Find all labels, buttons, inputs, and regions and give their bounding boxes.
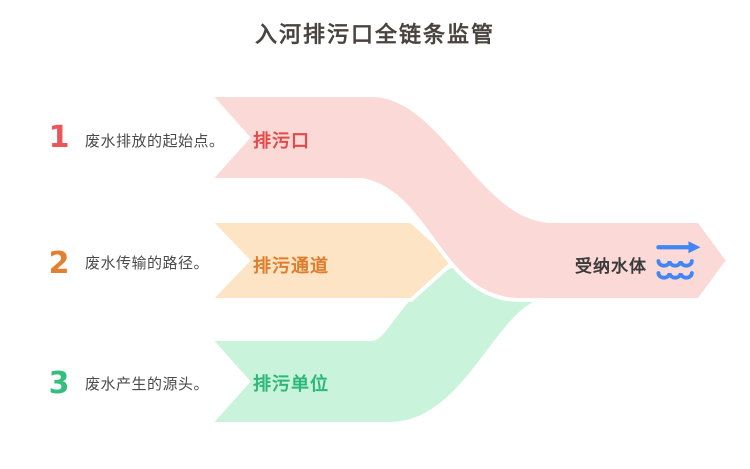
- step-number-2: 2: [48, 246, 70, 281]
- wave-line-1: [656, 259, 694, 268]
- wave-line-2: [656, 271, 694, 280]
- water-flow-icon: [655, 239, 703, 283]
- page-title: 入河排污口全链条监管: [254, 22, 495, 47]
- flow-band-orange: [205, 219, 458, 302]
- step-description-1: 废水排放的起始点。: [85, 134, 225, 150]
- step-description-2: 废水传输的路径。: [85, 256, 210, 272]
- flow-band-pink-arrow: [205, 93, 731, 302]
- band-label-outfall: 排污口: [253, 131, 310, 151]
- flow-arrow-head: [688, 241, 701, 254]
- step-number-3: 3: [48, 366, 70, 401]
- band-label-unit: 排污单位: [253, 374, 329, 394]
- band-label-channel: 排污通道: [253, 256, 329, 276]
- step-description-3: 废水产生的源头。: [85, 377, 210, 393]
- receiving-water-label: 受纳水体: [575, 257, 647, 276]
- step-number-1: 1: [48, 120, 70, 155]
